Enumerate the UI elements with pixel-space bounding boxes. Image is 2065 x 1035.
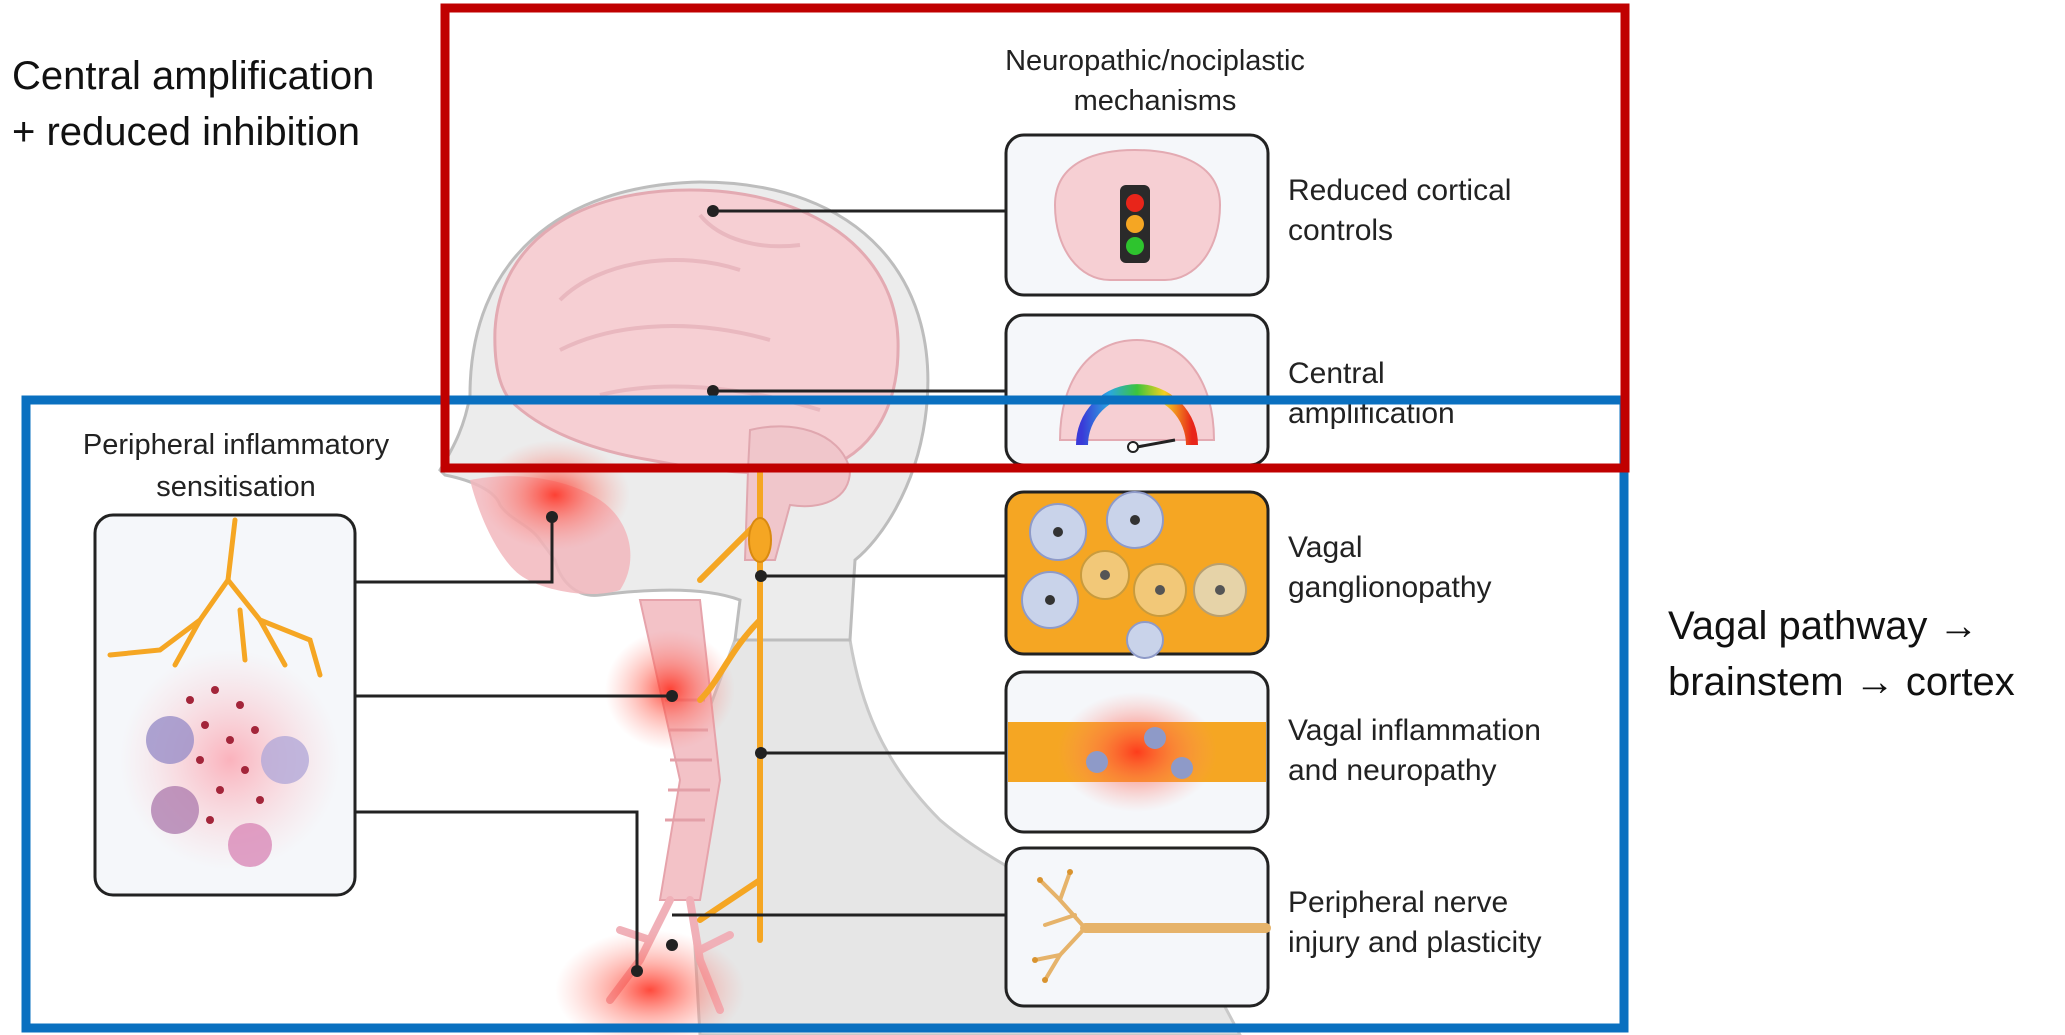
mechanism-label-1b: controls [1288, 214, 1393, 247]
brain-shape [495, 190, 898, 473]
mechanism-label-2a: Central [1288, 357, 1385, 390]
mechanism-label-3b: ganglionopathy [1288, 571, 1492, 604]
brain-traffic-light-icon [1006, 135, 1268, 295]
ganglion-cells-icon [1006, 492, 1268, 658]
immune-cell-icon [146, 716, 194, 764]
vagal-ganglion [749, 518, 771, 562]
immune-cell-icon [228, 823, 272, 867]
immune-cell-icon [151, 786, 199, 834]
peripheral-panel-title-2: sensitisation [156, 471, 316, 503]
peripheral-inset [95, 515, 355, 895]
mechanism-label-4a: Vagal inflammation [1288, 714, 1541, 747]
mechanism-label-1a: Reduced cortical [1288, 174, 1511, 207]
central-panel-title-1: Neuropathic/nociplastic [1005, 45, 1305, 77]
nasal-inflammation [480, 440, 630, 550]
nerve-fiber-icon [1006, 848, 1268, 1006]
immune-cell-icon [261, 736, 309, 784]
throat-inflammation [605, 630, 735, 750]
central-panel-title-2: mechanisms [1074, 85, 1237, 117]
inflamed-nerve-icon [1006, 672, 1268, 832]
mechanism-label-3a: Vagal [1288, 531, 1363, 564]
mechanism-label-5b: injury and plasticity [1288, 926, 1541, 959]
brainstem-gauge-icon [1006, 315, 1268, 465]
mechanism-label-4b: and neuropathy [1288, 754, 1497, 787]
peripheral-panel-title-1: Peripheral inflammatory [83, 429, 390, 461]
mechanism-label-5a: Peripheral nerve [1288, 886, 1508, 919]
